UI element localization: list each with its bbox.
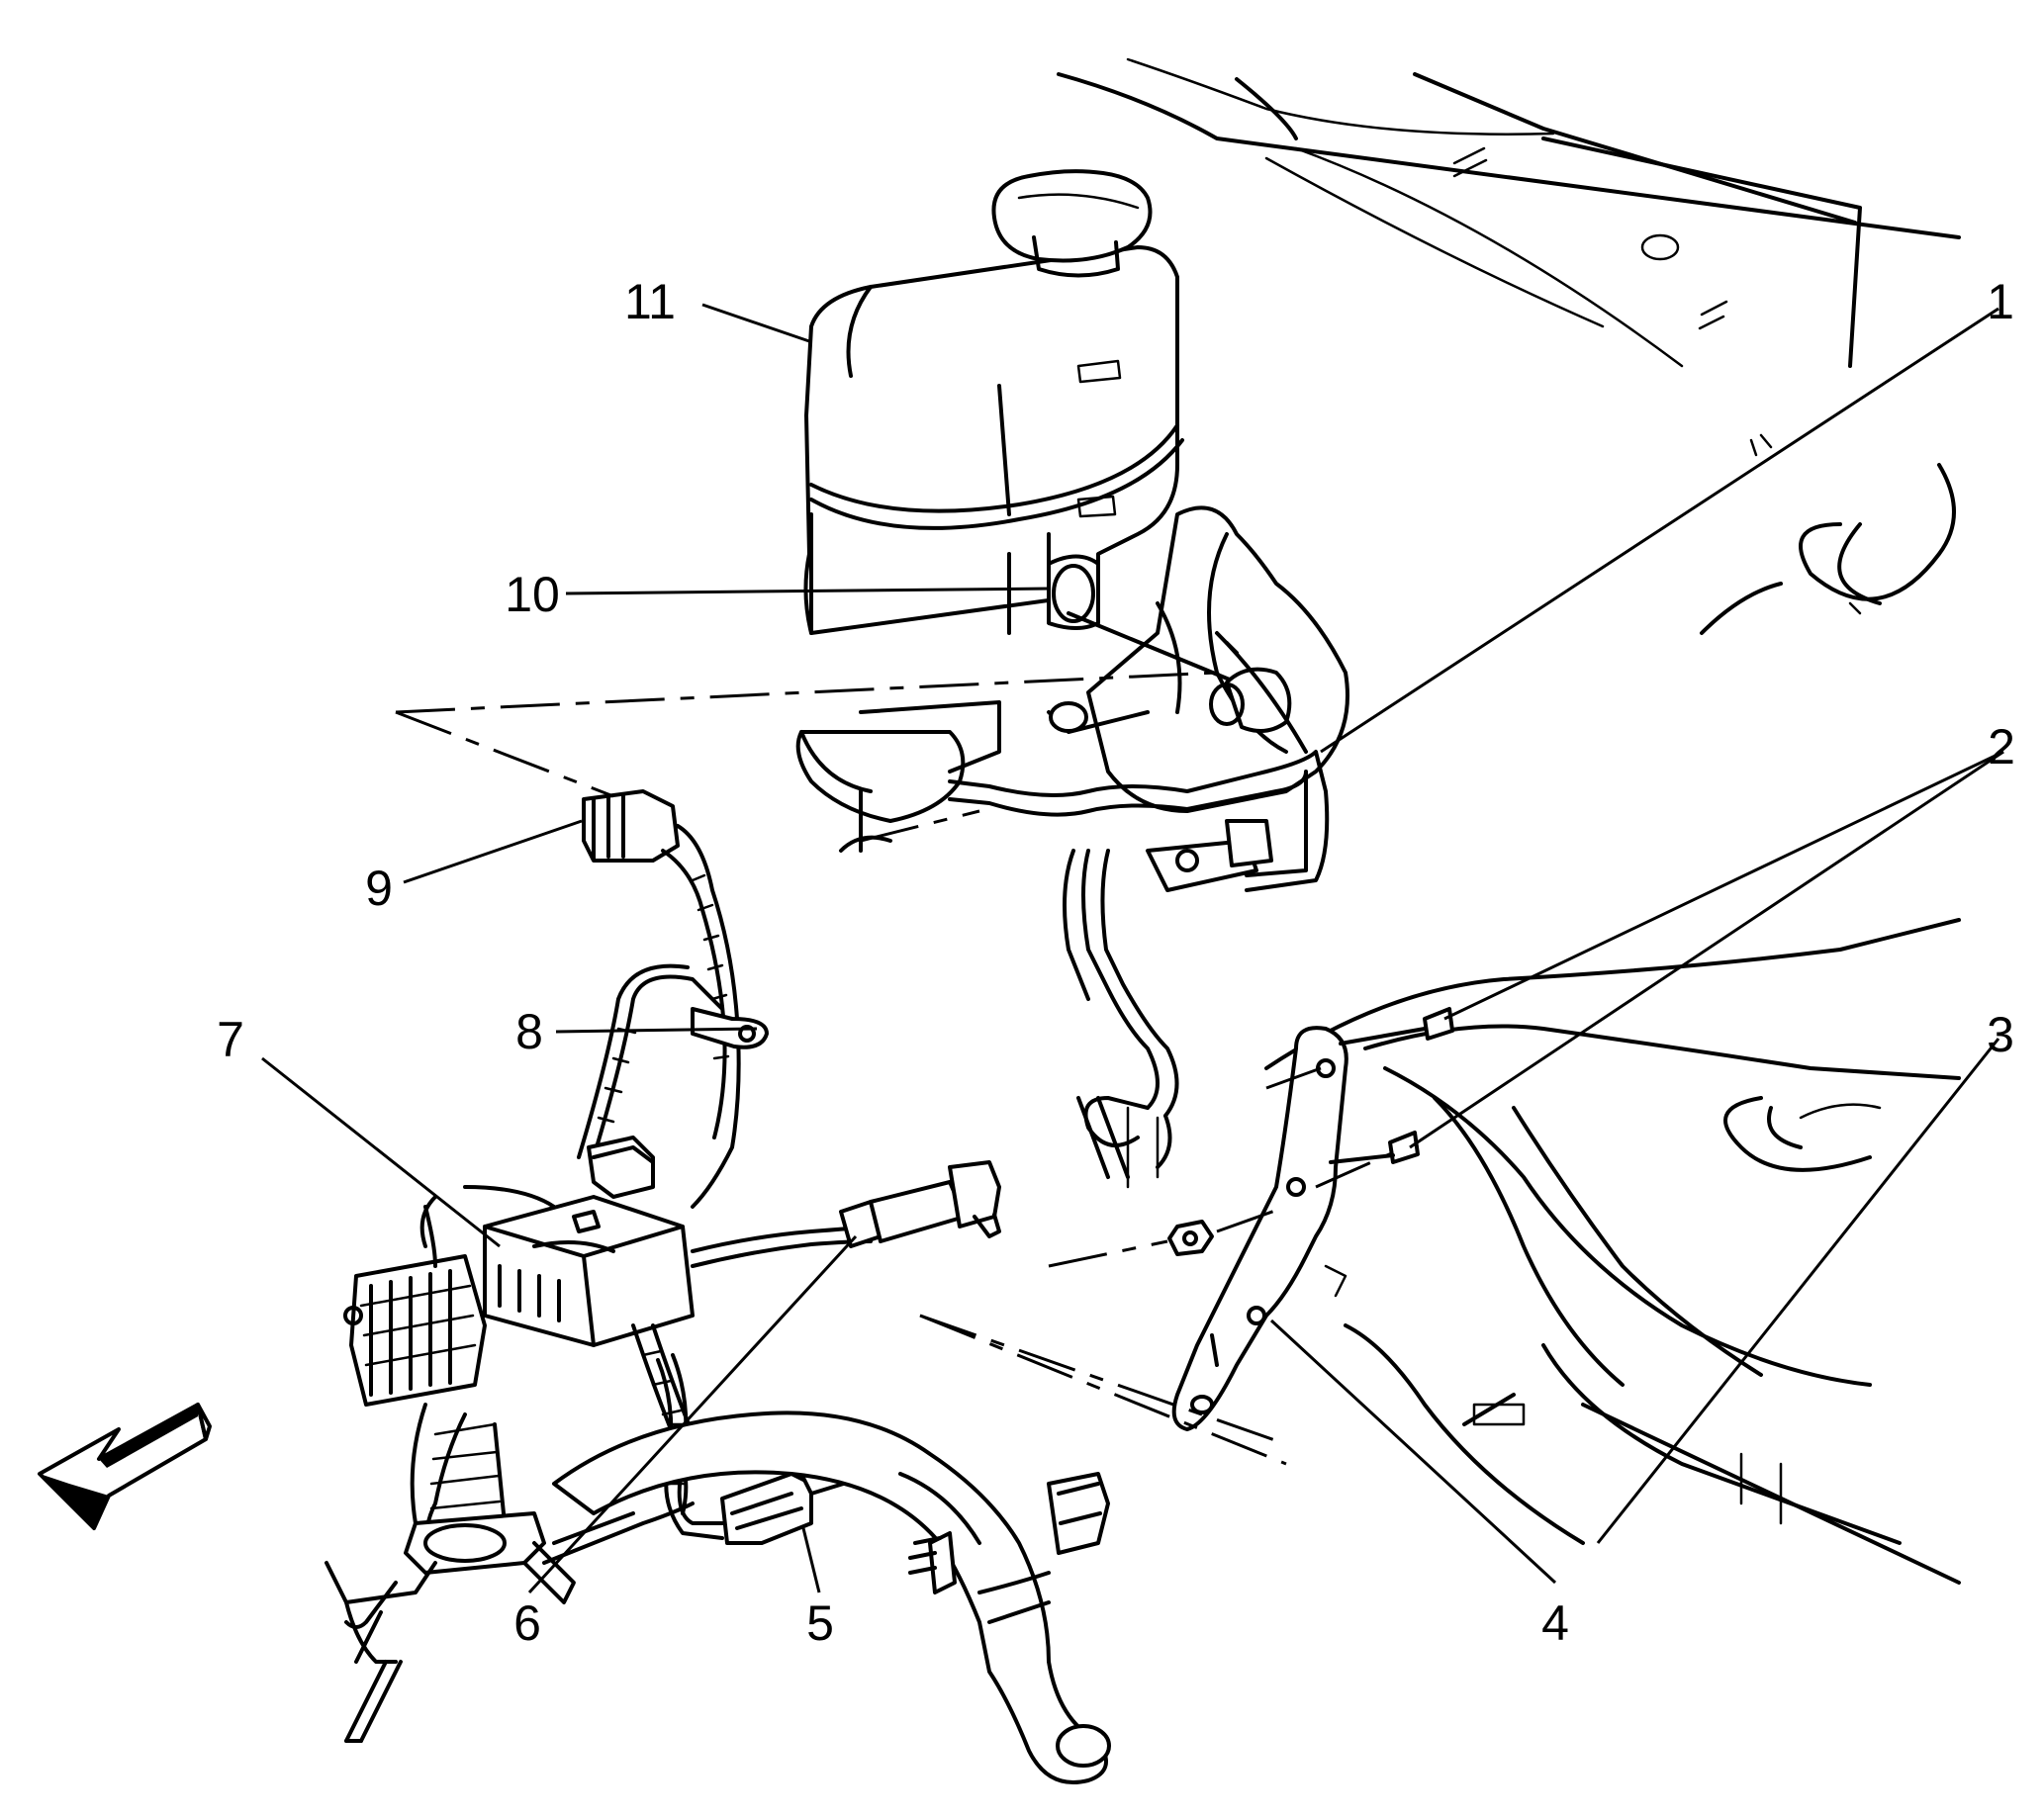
leader-7 xyxy=(261,1056,501,1248)
leader-2a xyxy=(1443,750,2004,1021)
harness-conduit xyxy=(552,1410,1111,1784)
callout-11: 11 xyxy=(624,274,676,329)
brake-pipes xyxy=(948,631,1330,1189)
electronic-brake-control-module xyxy=(343,1136,695,1664)
callout-4: 4 xyxy=(1541,1595,1569,1651)
firewall-panel xyxy=(1057,57,1961,635)
leader-9 xyxy=(403,819,583,884)
lower-left-sensor xyxy=(325,1561,437,1743)
callout-labels: 11 1 2 3 4 5 6 7 8 9 10 xyxy=(217,274,2015,1651)
leader-4 xyxy=(1269,1319,1557,1585)
callout-7: 7 xyxy=(217,1012,244,1067)
leader-2b xyxy=(1409,750,2004,1149)
callout-9: 9 xyxy=(365,861,393,916)
leader-5 xyxy=(801,1527,821,1593)
leader-3 xyxy=(1596,1038,2000,1544)
leader-8 xyxy=(555,1027,758,1034)
callout-2: 2 xyxy=(1988,719,2015,774)
leader-lines xyxy=(261,303,2004,1594)
leader-1 xyxy=(1320,307,1999,754)
callout-10: 10 xyxy=(505,567,560,622)
alignment-guides xyxy=(395,671,1287,1466)
callout-3: 3 xyxy=(1987,1007,2014,1062)
front-direction-arrow-icon xyxy=(38,1403,212,1530)
callout-1: 1 xyxy=(1987,274,2014,329)
master-cylinder xyxy=(795,505,1349,853)
leader-11 xyxy=(701,303,810,343)
callout-8: 8 xyxy=(515,1004,543,1059)
frame-rail xyxy=(1264,918,1961,1585)
harness-connector-6 xyxy=(691,1160,1001,1268)
callout-5: 5 xyxy=(806,1595,834,1651)
callout-6: 6 xyxy=(513,1595,541,1651)
mounting-bracket xyxy=(1048,1007,1454,1431)
leader-6 xyxy=(527,1234,858,1594)
brake-fluid-reservoir xyxy=(803,169,1184,635)
leader-10 xyxy=(565,587,1052,595)
